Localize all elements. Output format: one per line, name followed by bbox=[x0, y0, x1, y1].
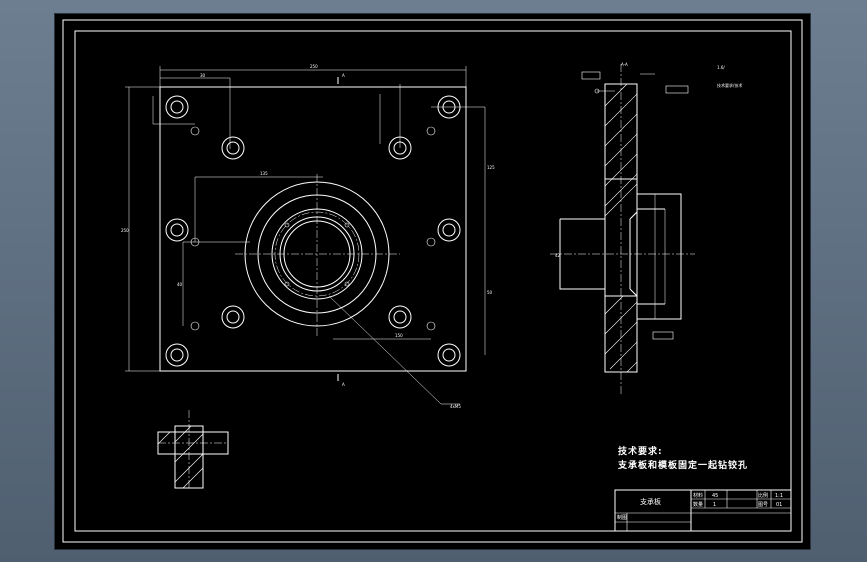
cad-viewport[interactable]: 250 250 30 A A bbox=[55, 14, 810, 549]
cell-material-label: 材料 bbox=[693, 492, 703, 499]
side-hole-left bbox=[165, 218, 189, 242]
dim-inner-text: 135 bbox=[260, 171, 268, 176]
title-block: 支承板 材料 45 比例 1:1 数量 1 图号 01 制图 bbox=[614, 489, 792, 532]
cell-qty: 1 bbox=[713, 502, 716, 508]
inner-frame bbox=[74, 30, 792, 532]
tech-req-title: 技术要求: bbox=[618, 445, 663, 457]
cell-qty-label: 数量 bbox=[693, 501, 703, 508]
dim-bottom-text: 150 bbox=[395, 333, 403, 338]
dim-top-small: 30 bbox=[200, 73, 206, 78]
datum-box-1 bbox=[581, 71, 601, 80]
corner-hole-tl bbox=[165, 95, 189, 119]
part-name: 支承板 bbox=[640, 497, 661, 506]
dim-right-text: 125 bbox=[487, 165, 495, 170]
dim-top-text: 250 bbox=[310, 64, 318, 69]
pin-hole-1 bbox=[190, 126, 200, 136]
cell-material: 45 bbox=[712, 493, 718, 499]
cell-drawing-no: 01 bbox=[776, 502, 782, 508]
dim-right-text-2: 50 bbox=[487, 290, 493, 295]
section-marker-bottom: A bbox=[342, 382, 345, 387]
top-right-note: 技术要求/技术 bbox=[717, 82, 742, 88]
datum-box-3 bbox=[652, 331, 674, 340]
cell-drawn-by: 制图 bbox=[617, 514, 627, 521]
dim-side-text: 42 bbox=[555, 253, 561, 258]
dim-left-text: 250 bbox=[121, 228, 129, 233]
front-view: 250 250 30 A A bbox=[121, 64, 495, 409]
corner-hole-bl bbox=[165, 343, 189, 367]
roughness-note: 1.6/ bbox=[717, 65, 725, 70]
inner-hole-1 bbox=[221, 136, 245, 160]
side-hole-right bbox=[437, 218, 461, 242]
boss-left bbox=[559, 218, 606, 290]
datum-box-2 bbox=[665, 85, 689, 94]
plate-outline bbox=[159, 86, 467, 372]
leader-line bbox=[328, 295, 442, 405]
cell-drawing-no-label: 图号 bbox=[758, 502, 768, 508]
cell-scale-label: 比例 bbox=[758, 492, 768, 499]
view-label: A-A bbox=[621, 62, 628, 67]
outer-frame bbox=[62, 19, 803, 543]
inner-hole-3 bbox=[221, 305, 245, 329]
section-marker-top: A bbox=[342, 73, 345, 78]
dim-mid-left: 40 bbox=[177, 282, 183, 287]
drawing-canvas: 250 250 30 A A bbox=[62, 19, 803, 543]
pin-hole-6 bbox=[426, 321, 436, 331]
detail-view bbox=[157, 410, 229, 489]
pin-hole-2 bbox=[426, 126, 436, 136]
tech-req-line: 支承板和模板固定一起钻铰孔 bbox=[617, 459, 748, 471]
cell-scale: 1:1 bbox=[775, 493, 783, 499]
pin-hole-5 bbox=[190, 321, 200, 331]
inner-hole-4 bbox=[388, 305, 412, 329]
leader-note: 4xM5 bbox=[450, 404, 461, 409]
pin-hole-4 bbox=[426, 237, 436, 247]
corner-hole-br bbox=[437, 343, 461, 367]
boss-right bbox=[637, 193, 682, 320]
hatch-lower bbox=[604, 295, 638, 373]
side-section-view: A-A 42 1.6/ 技术要求/技术 bbox=[550, 62, 742, 394]
